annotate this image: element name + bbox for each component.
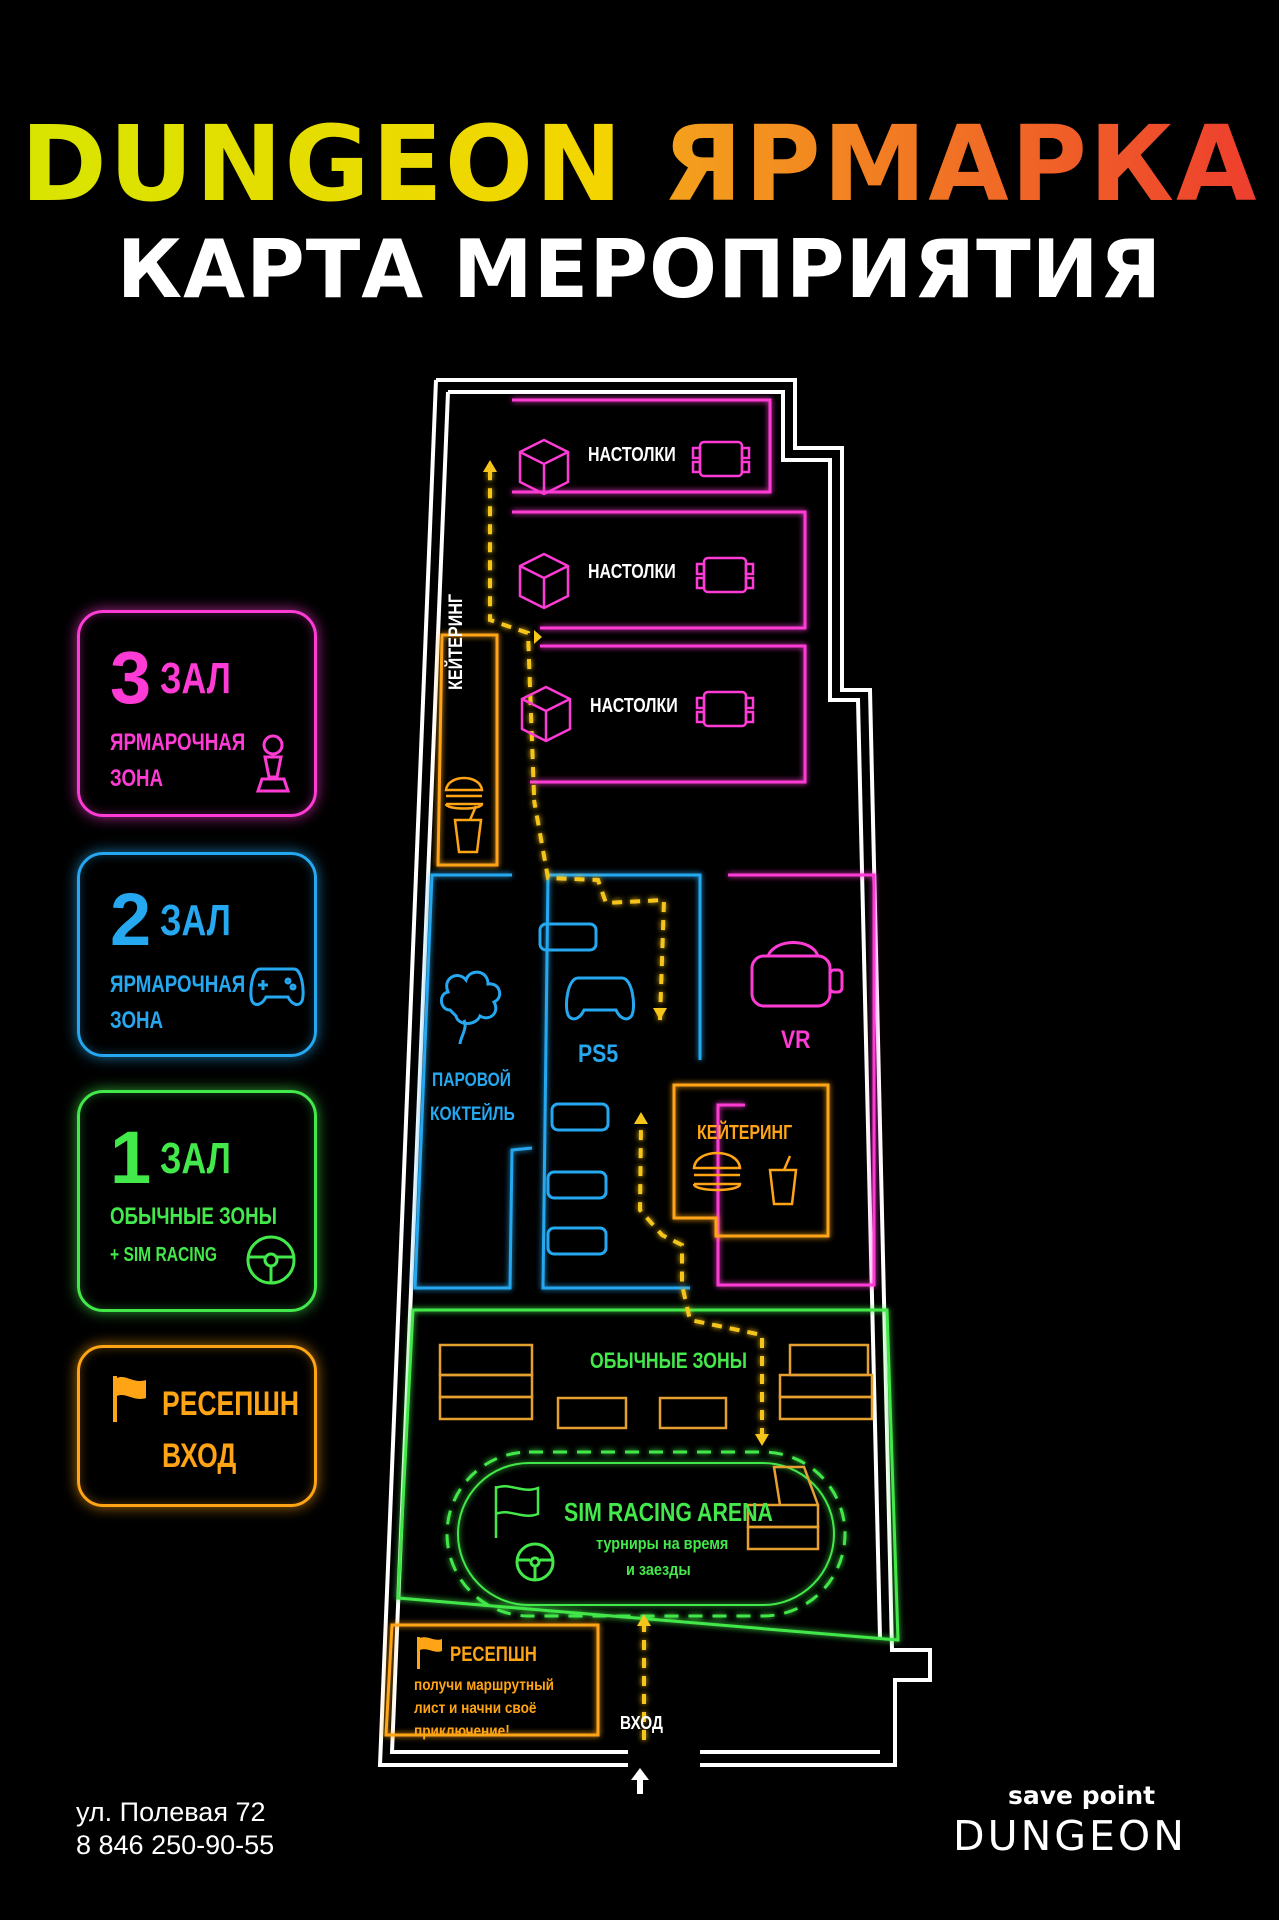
legend-hall-1-number: 1: [110, 1116, 152, 1199]
reception-map-title: РЕСЕПШН: [450, 1643, 537, 1666]
regular-zones-label: ОБЫЧНЫЕ ЗОНЫ: [590, 1348, 747, 1373]
gamepad-icon: [249, 967, 305, 1006]
reception-map-line2: лист и начни своё: [414, 1700, 537, 1717]
checkered-flag-icon: [494, 1485, 540, 1538]
entrance-label: ВХОД: [620, 1713, 663, 1733]
legend-hall-2-line2: ЗОНА: [110, 1007, 164, 1034]
entrance-arrow: [631, 1768, 649, 1794]
legend-hall-3: 3 ЗАЛ ЯРМАРОЧНАЯ ЗОНА: [77, 610, 317, 817]
route-arrowheads: [483, 460, 769, 1626]
reception-flag-icon: [417, 1637, 442, 1669]
boardgames-label-2: НАСТОЛКИ: [588, 561, 676, 583]
boardgames-label-3: НАСТОЛКИ: [590, 695, 678, 717]
legend-reception-line2: ВХОД: [162, 1437, 237, 1475]
sim-racing-line1: турниры на время: [596, 1534, 729, 1553]
legend-reception-line1: РЕСЕПШН: [162, 1385, 300, 1423]
legend-hall-1: 1 ЗАЛ ОБЫЧНЫЕ ЗОНЫ + SIM RACING: [77, 1090, 317, 1312]
phone: 8 846 250-90-55: [76, 1830, 275, 1860]
vr-label: VR: [781, 1026, 811, 1054]
address: ул. Полевая 72: [76, 1797, 266, 1827]
legend-hall-3-word: ЗАЛ: [160, 654, 231, 703]
legend-hall-2-line1: ЯРМАРОЧНАЯ: [110, 971, 246, 998]
catering-top-room: [384, 633, 830, 1737]
pallet-sofa-icon: [438, 1343, 874, 1551]
title-part-fair: ЯРМАРКА: [662, 103, 1259, 225]
drink-cup-icon: [453, 805, 798, 1206]
event-title: DUNGEON ЯРМАРКА: [0, 112, 1279, 216]
legend-hall-1-line2: + SIM RACING: [110, 1244, 218, 1266]
hall-2-rooms: [413, 873, 702, 1290]
contact-info: ул. Полевая 72 8 846 250-90-55: [76, 1796, 274, 1862]
event-subtitle: КАРТА МЕРОПРИЯТИЯ: [116, 223, 1163, 316]
legend-hall-2: 2 ЗАЛ ЯРМАРОЧНАЯ ЗОНА: [77, 852, 317, 1057]
legend-hall-3-line1: ЯРМАРОЧНАЯ: [110, 729, 246, 756]
reception-map-line3: приключение!: [414, 1723, 510, 1740]
sim-racing-title: SIM RACING ARENA: [564, 1497, 773, 1527]
sim-racing-line2: и заезды: [626, 1560, 691, 1579]
legend-hall-2-word: ЗАЛ: [160, 896, 231, 945]
table-chairs-icon: [691, 440, 755, 728]
ps5-gamepad-icon: [564, 976, 636, 1021]
steering-wheel-icon: [515, 1542, 555, 1582]
building-outline: [377, 378, 932, 1767]
legend-hall-1-word: ЗАЛ: [160, 1134, 231, 1183]
dice-icon: [518, 438, 572, 743]
burger-icon: [444, 776, 742, 1192]
flag-icon: [113, 1376, 146, 1422]
legend-hall-3-number: 3: [110, 636, 152, 719]
catering-top-label: КЕЙТЕРИНГ: [446, 593, 467, 690]
pawn-icon: [255, 734, 291, 793]
legend-hall-2-number: 2: [110, 878, 152, 961]
legend-reception: РЕСЕПШН ВХОД: [77, 1345, 317, 1507]
catering-mid-label: КЕЙТЕРИНГ: [697, 1122, 793, 1144]
reception-map-line1: получи маршрутный: [414, 1677, 555, 1694]
visitor-route: [488, 470, 764, 1740]
legend-hall-1-line1: ОБЫЧНЫЕ ЗОНЫ: [110, 1203, 277, 1230]
pallet-table-icon: [556, 1396, 728, 1430]
hookah-cloud-icon: [440, 970, 502, 1045]
boardgames-label-1: НАСТОЛКИ: [588, 444, 676, 466]
vr-headset-icon: [750, 941, 844, 1008]
steam-cocktail-label-2: КОКТЕЙЛЬ: [430, 1104, 515, 1125]
legend-hall-3-line2: ЗОНА: [110, 765, 164, 792]
ps5-label: PS5: [578, 1040, 619, 1068]
hall-3-rooms: [512, 398, 876, 1287]
brand-logo: DUNGEON: [953, 1812, 1187, 1860]
brand-tagline: save point: [1008, 1781, 1156, 1810]
title-part-dungeon: DUNGEON: [20, 103, 625, 225]
steam-cocktail-label-1: ПАРОВОЙ: [432, 1070, 511, 1091]
steering-wheel-icon: [246, 1235, 296, 1285]
sofa-icon: [538, 922, 610, 1256]
hall-1-room: [396, 1308, 900, 1642]
